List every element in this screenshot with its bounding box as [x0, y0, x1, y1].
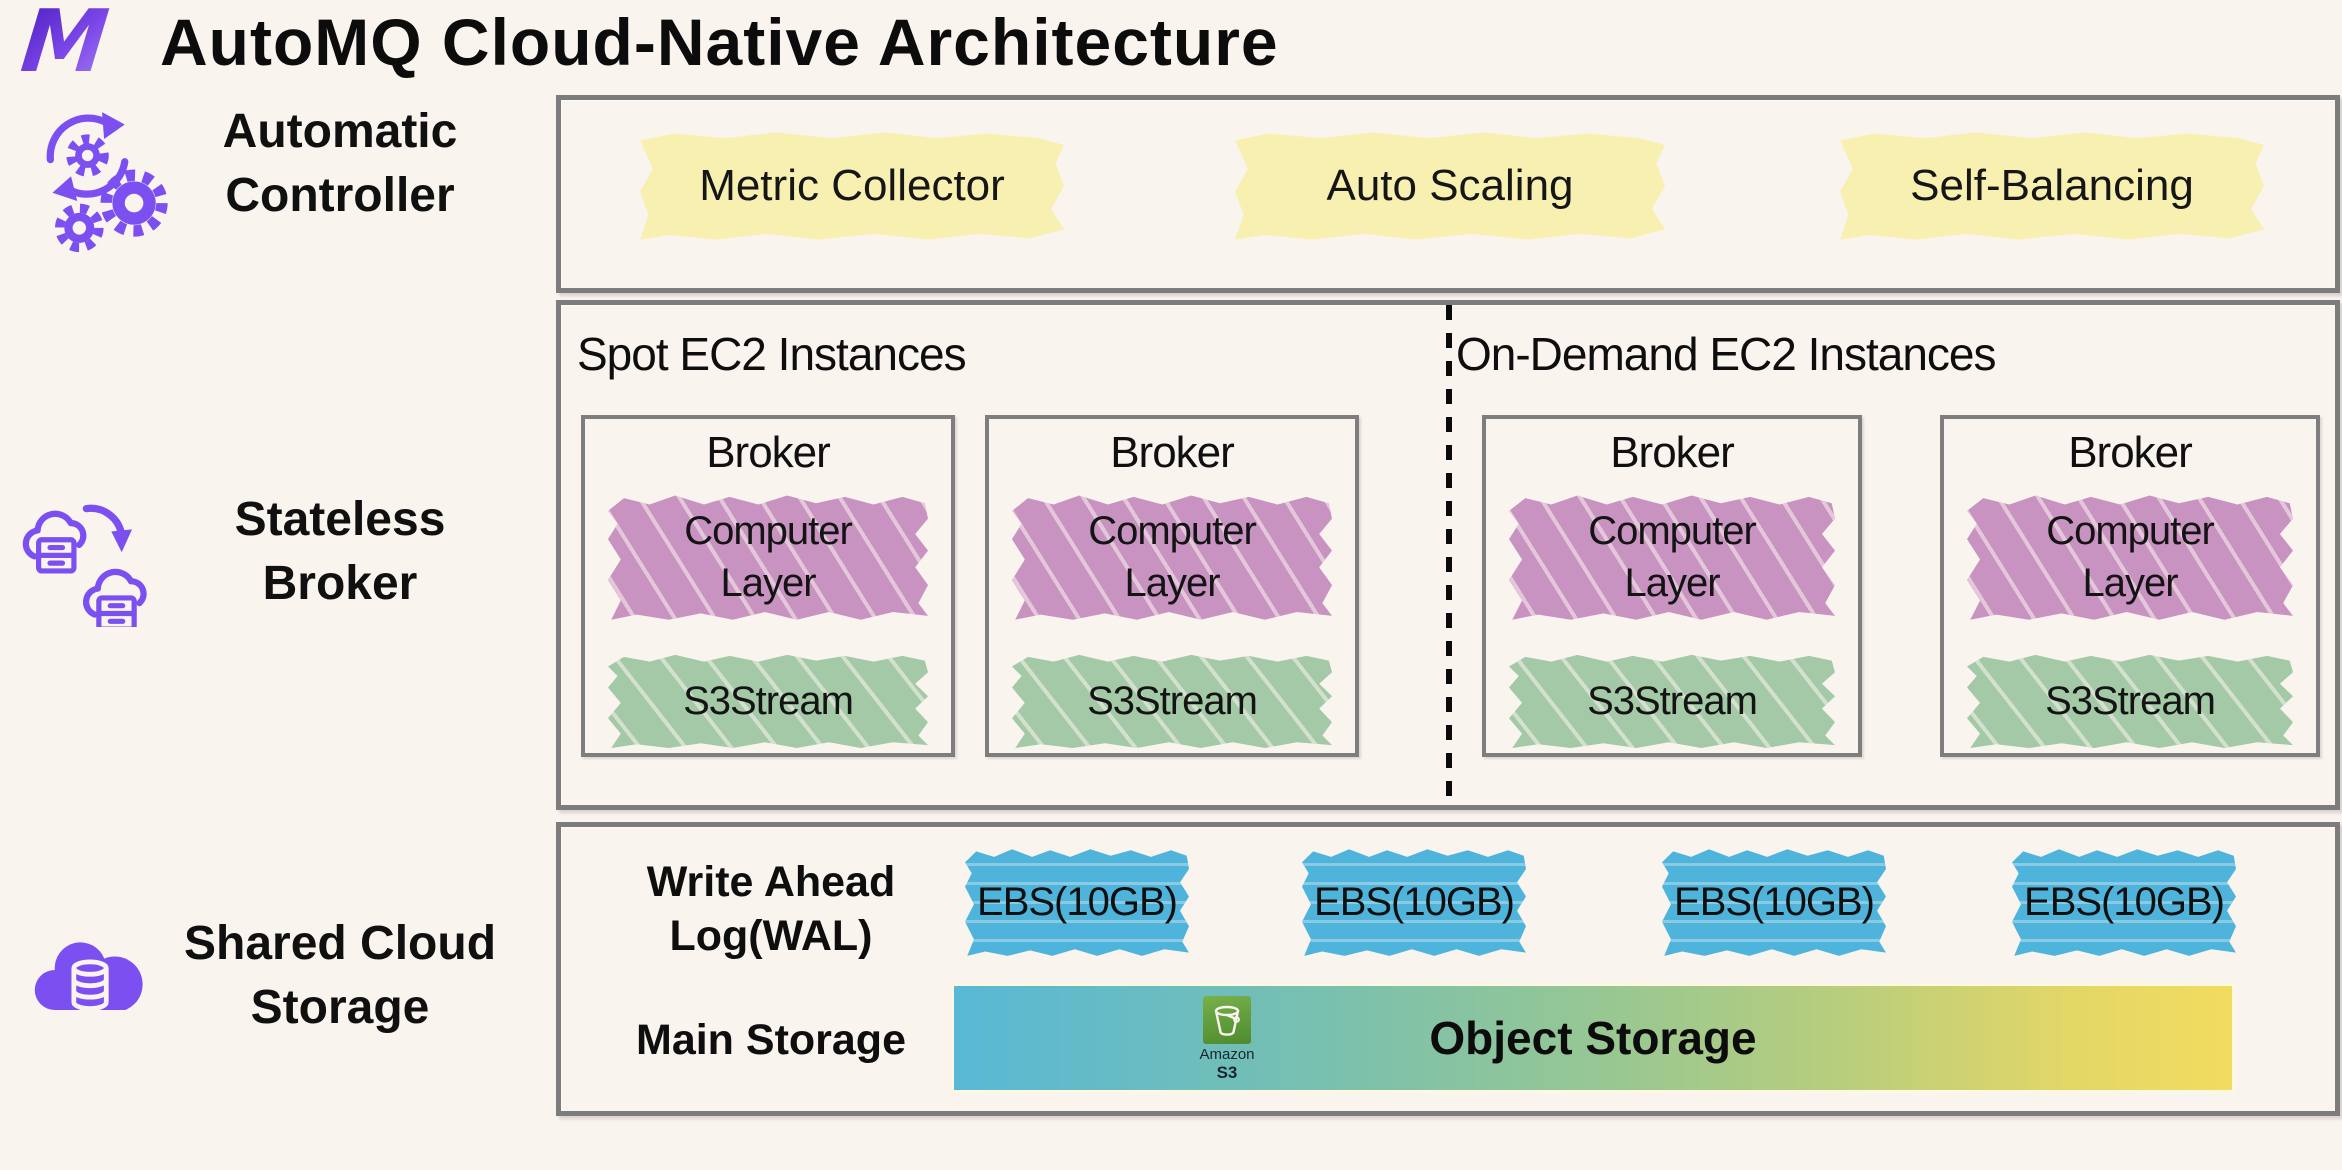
ebs-label: EBS(10GB): [977, 879, 1178, 924]
s3stream-highlight: S3Stream: [608, 654, 928, 749]
spot-ec2-section-title: Spot EC2 Instances: [577, 328, 967, 380]
label-line: Shared Cloud: [183, 917, 497, 970]
label-line: Stateless: [234, 493, 446, 546]
label-line: Automatic: [222, 105, 458, 158]
label-line: Controller: [225, 169, 455, 222]
feature-label: Auto Scaling: [1326, 161, 1574, 210]
compute-layer-label-line: Layer: [2082, 561, 2178, 605]
ebs-volume-2: EBS(10GB): [1302, 849, 1526, 956]
s3stream-highlight: S3Stream: [1509, 654, 1835, 749]
broker-box-4: Broker Computer Layer S3Stream: [1940, 415, 2320, 757]
ebs-volume-4: EBS(10GB): [2012, 849, 2236, 956]
s3stream-label: S3Stream: [2045, 679, 2216, 723]
automq-logo: M: [17, 0, 113, 92]
compute-layer-highlight: Computer Layer: [1509, 495, 1835, 620]
gear-small-bottom: [55, 203, 104, 253]
compute-layer-highlight: Computer Layer: [1967, 495, 2293, 620]
feature-self-balancing: Self-Balancing: [1840, 132, 2264, 240]
s3-caption: S3: [1216, 1063, 1238, 1082]
compute-layer-label-line: Computer: [684, 509, 853, 553]
compute-layer-label-line: Layer: [720, 561, 816, 605]
feature-label: Self-Balancing: [1910, 161, 2194, 210]
broker-box-1: Broker Computer Layer S3Stream: [581, 415, 955, 757]
gear-small-top: [66, 134, 109, 177]
cloud-sync-icon: [22, 504, 147, 627]
on-demand-ec2-section-title: On-Demand EC2 Instances: [1456, 328, 1996, 380]
compute-layer-label-line: Computer: [1088, 509, 1257, 553]
wal-label-line: Log(WAL): [669, 912, 873, 960]
ebs-label: EBS(10GB): [1674, 879, 1875, 924]
stateless-broker-box: Spot EC2 Instances On-Demand EC2 Instanc…: [556, 300, 2340, 810]
compute-layer-label-line: Computer: [2046, 509, 2215, 553]
compute-layer-highlight: Computer Layer: [1012, 495, 1332, 620]
s3stream-label: S3Stream: [1087, 679, 1258, 723]
main-storage-label: Main Storage: [636, 1016, 906, 1064]
s3stream-highlight: S3Stream: [1967, 654, 2293, 749]
label-line: Broker: [262, 557, 418, 610]
sidebar-label-automatic-controller: Automatic Controller: [140, 100, 540, 228]
feature-label: Metric Collector: [699, 161, 1005, 210]
broker-title: Broker: [1110, 428, 1235, 477]
compute-layer-highlight: Computer Layer: [608, 495, 928, 620]
s3-bucket-icon: [1203, 996, 1251, 1044]
dotted-divider: [1446, 305, 1452, 805]
label-line: Storage: [250, 981, 430, 1034]
automatic-controller-box: Metric Collector Auto Scaling Self-Balan…: [556, 95, 2340, 293]
s3stream-label: S3Stream: [1587, 679, 1758, 723]
feature-auto-scaling: Auto Scaling: [1235, 132, 1665, 240]
gears-sync-icon: [46, 112, 168, 253]
amazon-s3-icon: Amazon S3: [1179, 996, 1275, 1082]
feature-metric-collector: Metric Collector: [640, 132, 1064, 240]
shared-cloud-storage-box: Write Ahead Log(WAL) EBS(10GB) EBS(10GB)…: [556, 822, 2340, 1116]
s3stream-label: S3Stream: [683, 679, 854, 723]
broker-box-3: Broker Computer Layer S3Stream: [1482, 415, 1862, 757]
page-title: AutoMQ Cloud-Native Architecture: [160, 5, 1279, 79]
ebs-label: EBS(10GB): [1314, 879, 1515, 924]
broker-title: Broker: [1610, 428, 1735, 477]
broker-box-2: Broker Computer Layer S3Stream: [985, 415, 1359, 757]
s3-caption: Amazon: [1199, 1046, 1255, 1063]
sidebar-label-stateless-broker: Stateless Broker: [140, 488, 540, 616]
ebs-label: EBS(10GB): [2024, 879, 2225, 924]
s3stream-highlight: S3Stream: [1012, 654, 1332, 749]
cloud-database-icon: [34, 942, 143, 1011]
compute-layer-label-line: Layer: [1624, 561, 1720, 605]
gear-large: [100, 169, 168, 237]
compute-layer-label-line: Layer: [1124, 561, 1220, 605]
ebs-volume-3: EBS(10GB): [1662, 849, 1886, 956]
object-storage-label: Object Storage: [1429, 1012, 1757, 1064]
compute-layer-label-line: Computer: [1588, 509, 1757, 553]
ebs-volume-1: EBS(10GB): [965, 849, 1189, 956]
broker-title: Broker: [706, 428, 831, 477]
wal-label-line: Write Ahead: [646, 858, 896, 906]
object-storage-bar: Amazon S3 Object Storage: [954, 986, 2232, 1090]
wal-label: Write Ahead Log(WAL): [606, 855, 936, 963]
broker-title: Broker: [2068, 428, 2193, 477]
sidebar-label-shared-cloud-storage: Shared Cloud Storage: [140, 912, 540, 1040]
